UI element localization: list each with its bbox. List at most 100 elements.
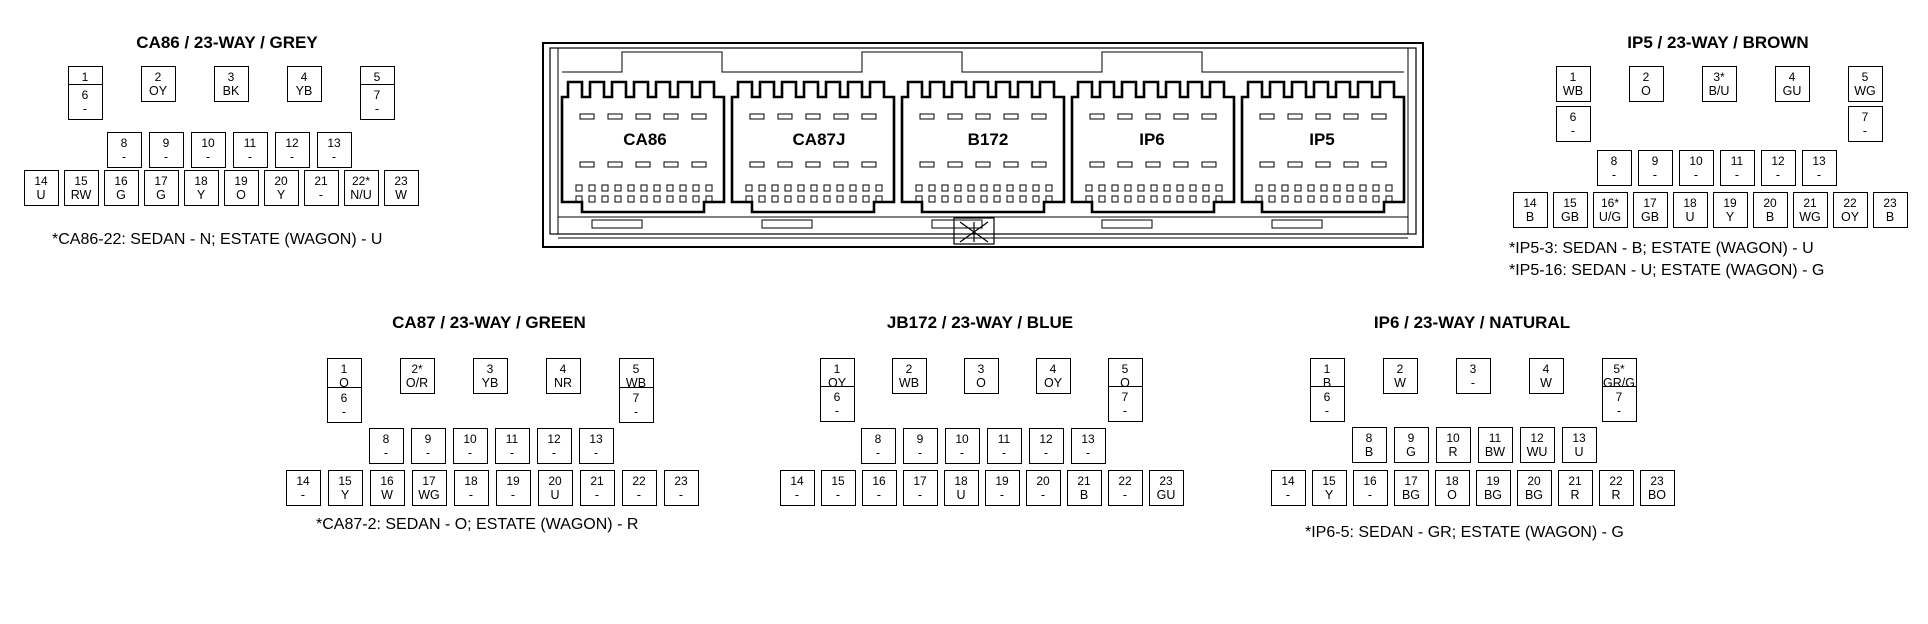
pin-wire-color: - [1085,446,1091,460]
pin-number: 22 [1609,474,1623,488]
pin-wire-color: WG [418,488,440,502]
pin-number: 19 [1486,474,1500,488]
pin-wire-color: OY [148,84,168,98]
pin-wire-color: WG [1854,84,1876,98]
housing-label-ca87j: CA87J [793,130,846,149]
ip5-pin-16: 16*U/G [1592,192,1628,228]
pin-wire-color: - [835,488,841,502]
pin-number: 18 [194,174,208,188]
pin-wire-color: O [1641,84,1651,98]
pin-wire-color: - [1040,488,1046,502]
pin-wire-color: O [1447,488,1457,502]
housing-cell [560,80,726,214]
pin-number: 9 [916,432,924,446]
pin-number: 10 [463,432,477,446]
jb172-pin-10: 10- [944,428,980,464]
pin-number: 5 [373,70,381,84]
pin-wire-color: GU [1782,84,1802,98]
pin-number: 12 [1530,431,1544,445]
pin-number: 9 [1407,431,1415,445]
pin-wire-color: G [1406,445,1416,459]
pin-wire-color: - [1122,488,1128,502]
pin-wire-color: BG [1401,488,1421,502]
pin-number: 10 [955,432,969,446]
jb172-pin-11: 11- [986,428,1022,464]
pin-number: 14 [790,474,804,488]
jb172-pin-13: 13- [1070,428,1106,464]
housing-label-ip6: IP6 [1139,130,1165,149]
pin-number: 21 [1803,196,1817,210]
jb172-pin-9: 9- [902,428,938,464]
jb172-pin-17: 17- [902,470,938,506]
pin-wire-color: B [1322,376,1332,390]
pin-wire-color: G [156,188,166,202]
pin-number: 15 [1563,196,1577,210]
pin-number: 20 [1036,474,1050,488]
pin-wire-color: - [331,150,337,164]
ca86-pin-22: 22*N/U [343,170,379,206]
ca86-pin-7: 7- [359,84,395,120]
pin-wire-color: - [876,488,882,502]
pin-wire-color: WU [1526,445,1548,459]
pin-wire-color: - [1616,404,1622,418]
pin-number: 15 [74,174,88,188]
pin-wire-color: - [374,102,380,116]
pin-number: 16 [872,474,886,488]
pin-number: 2 [1396,362,1404,376]
ca86-pin-13: 13- [316,132,352,168]
pin-number: 2 [905,362,913,376]
pin-number: 23 [1883,196,1897,210]
jb172-pin-20: 20- [1025,470,1061,506]
pin-number: 5* [1613,362,1625,376]
pin-number: 17 [1643,196,1657,210]
pin-wire-color: OY [1840,210,1860,224]
pin-wire-color: WB [1562,84,1584,98]
pin-number: 16 [380,474,394,488]
pin-wire-color: - [875,446,881,460]
pin-wire-color: GB [1640,210,1660,224]
pin-number: 6 [81,88,89,102]
pin-wire-color: W [381,488,393,502]
housing-label-ca86: CA86 [623,130,666,149]
pin-number: 18 [1683,196,1697,210]
ip5-pin-12: 12- [1760,150,1796,186]
ip5-pin-7: 7- [1847,106,1883,142]
ca86-pin-10: 10- [190,132,226,168]
pin-number: 5 [1861,70,1869,84]
ca86-pin-6: 6- [67,84,103,120]
pin-wire-color: B [1525,210,1535,224]
pin-wire-color: - [917,488,923,502]
ca87-pin-19: 19- [495,470,531,506]
pin-number: 14 [1523,196,1537,210]
ca86-pin-11: 11- [232,132,268,168]
pin-wire-color: - [1324,404,1330,418]
pin-wire-color: Y [276,188,286,202]
ip5-pin-11: 11- [1719,150,1755,186]
pin-number: 11 [1488,431,1502,445]
pin-wire-color: - [834,404,840,418]
module-housing-diagram: CA86 CA87J B172 IP6 IP5 [542,42,1424,248]
pin-wire-color: - [468,488,474,502]
pin-number: 12 [285,136,299,150]
pin-number: 10 [201,136,215,150]
pin-number: 7 [1615,390,1623,404]
ca87-pin-6: 6- [326,387,362,423]
pin-wire-color: B [1885,210,1895,224]
pin-number: 7 [1121,390,1129,404]
housing-cell [900,80,1066,214]
pin-number: 10 [1689,154,1703,168]
pin-number: 3 [1469,362,1477,376]
pin-wire-color: - [163,150,169,164]
ip5-pin-13: 13- [1801,150,1837,186]
